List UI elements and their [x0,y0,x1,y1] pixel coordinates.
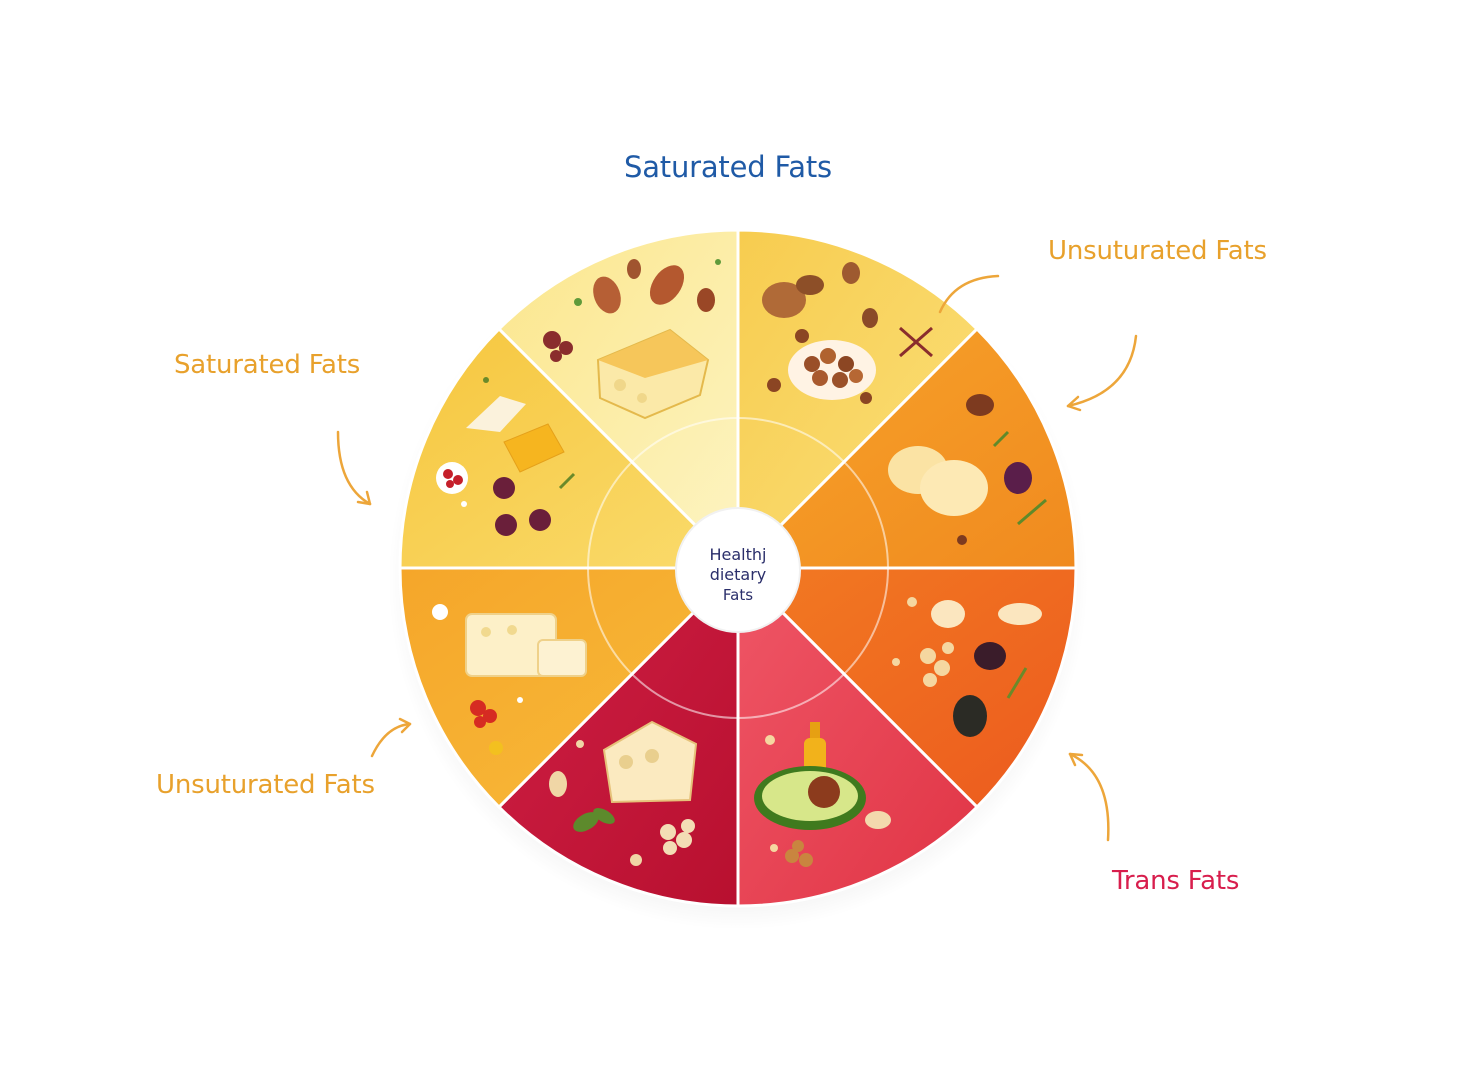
label-top-right: Unsuturated Fats [1048,236,1267,266]
cheese-icon [998,603,1042,625]
label-top: Saturated Fats [624,150,832,184]
label-bottom-right: Trans Fats [1112,866,1240,896]
herb-icon [543,331,573,362]
herb-icon [899,326,933,358]
walnut-icon [796,275,824,295]
right-lower-segment-foods [892,597,1042,737]
berry-icon [470,700,497,728]
nut-cluster [660,819,695,855]
inner-ring [587,417,889,719]
wheel-segments [398,228,1078,908]
herb-icon [432,604,448,620]
cheese-icon [602,720,698,804]
arrow-bottom-right [1068,752,1110,842]
olive-icon [493,477,515,499]
arrow-top-right-1 [938,274,1000,314]
segment-top-left [736,228,980,572]
olive-icon [974,642,1006,670]
cheese-icon [920,460,988,516]
label-left: Saturated Fats [174,350,361,380]
cheese-icon [466,396,526,432]
center-badge: Healthj dietary Fats [675,507,801,633]
cheese-icon [931,600,965,628]
almond-icon [549,771,567,797]
olive-icon [1004,462,1032,494]
nut-bowl-icon [788,340,876,400]
avocado-icon [953,695,987,737]
avocado-icon [754,766,866,830]
almond-icon [865,811,891,829]
almond-icon [593,276,621,314]
bottom-right-segment-foods [754,722,891,867]
segment-right-lower [734,566,1078,810]
walnut-icon [762,282,806,318]
bottom-left-segment-foods [549,720,698,866]
connector-arrows [336,274,1138,842]
segment-left-upper [398,326,742,570]
herb-icon [992,430,1047,526]
berry-icon [436,462,468,494]
nut-cluster [920,642,954,687]
center-label-line-2: dietary [710,565,767,584]
center-label-line-1: Healthj [710,545,767,564]
arrow-left [336,430,372,506]
top-segment-foods [543,259,721,420]
left-upper-segment-foods [436,377,576,536]
almond-icon [966,394,994,416]
top-right-segment-foods [762,262,933,404]
olive-icon [495,514,517,536]
olive-icon [529,509,551,531]
segment-bottom-left [496,564,740,908]
left-lower-segment-foods [432,604,587,755]
herb-icon [1006,667,1028,699]
almond-icon [842,262,860,284]
almond-icon [649,265,685,305]
cheese-icon [503,423,565,473]
arrow-top-right-2 [1066,334,1138,408]
cheese-icon [465,613,587,677]
almond-icon [627,259,641,279]
almond-icon [862,308,878,328]
center-label-line-3: Fats [723,586,753,604]
nut-cluster [785,840,813,867]
herb-icon [573,808,615,832]
right-upper-segment-foods [888,394,1047,545]
herb-icon [558,472,576,490]
arrow-bottom-left [370,722,412,758]
cheese-icon [596,328,710,420]
almond-icon [697,288,715,312]
label-bottom-left: Unsuturated Fats [156,770,375,800]
